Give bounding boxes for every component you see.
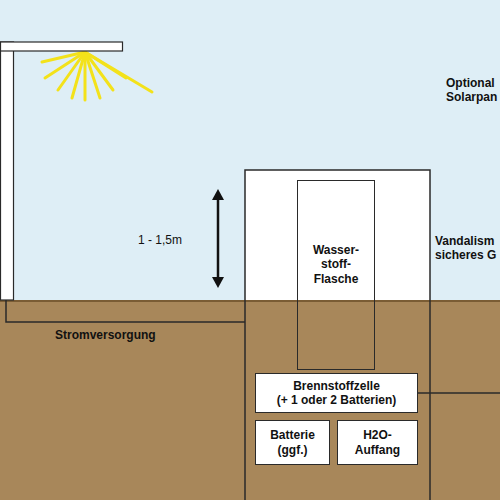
lamp-arm [1, 42, 123, 51]
box-note: (+ 1 oder 2 Batterien) [277, 393, 397, 407]
arrow-head [212, 277, 224, 288]
housing-label: Vandalism sicheres G [435, 234, 498, 263]
arrow-head [212, 189, 224, 200]
box-title: H2O- Auffang [347, 428, 409, 457]
fuel-cell-box: Brennstoffzelle(+ 1 oder 2 Batterien) [255, 373, 418, 413]
solar-panel-label: Optional Solarpan [446, 76, 498, 105]
outgoing-cable [418, 392, 500, 394]
box-title: Batterie (ggf.) [262, 428, 324, 457]
box-title: Wasser- stoff- Flasche [307, 243, 365, 286]
water-tank-box: H2O- Auffang [337, 420, 418, 465]
sky [0, 0, 500, 300]
battery-box: Batterie (ggf.) [255, 420, 330, 465]
ground [0, 300, 500, 500]
ground-line [0, 300, 500, 302]
dimension-label: 1 - 1,5m [138, 233, 182, 247]
power-cable [6, 300, 245, 322]
lamp-pole [1, 42, 14, 300]
housing [245, 170, 430, 500]
hydrogen-tank: Wasser- stoff- Flasche [297, 180, 375, 370]
height-arrow [217, 196, 220, 281]
light-rays [42, 52, 152, 100]
box-title: Brennstoffzelle [293, 379, 380, 393]
cable-label: Stromversorgung [55, 328, 156, 342]
housing-fill [245, 170, 430, 300]
